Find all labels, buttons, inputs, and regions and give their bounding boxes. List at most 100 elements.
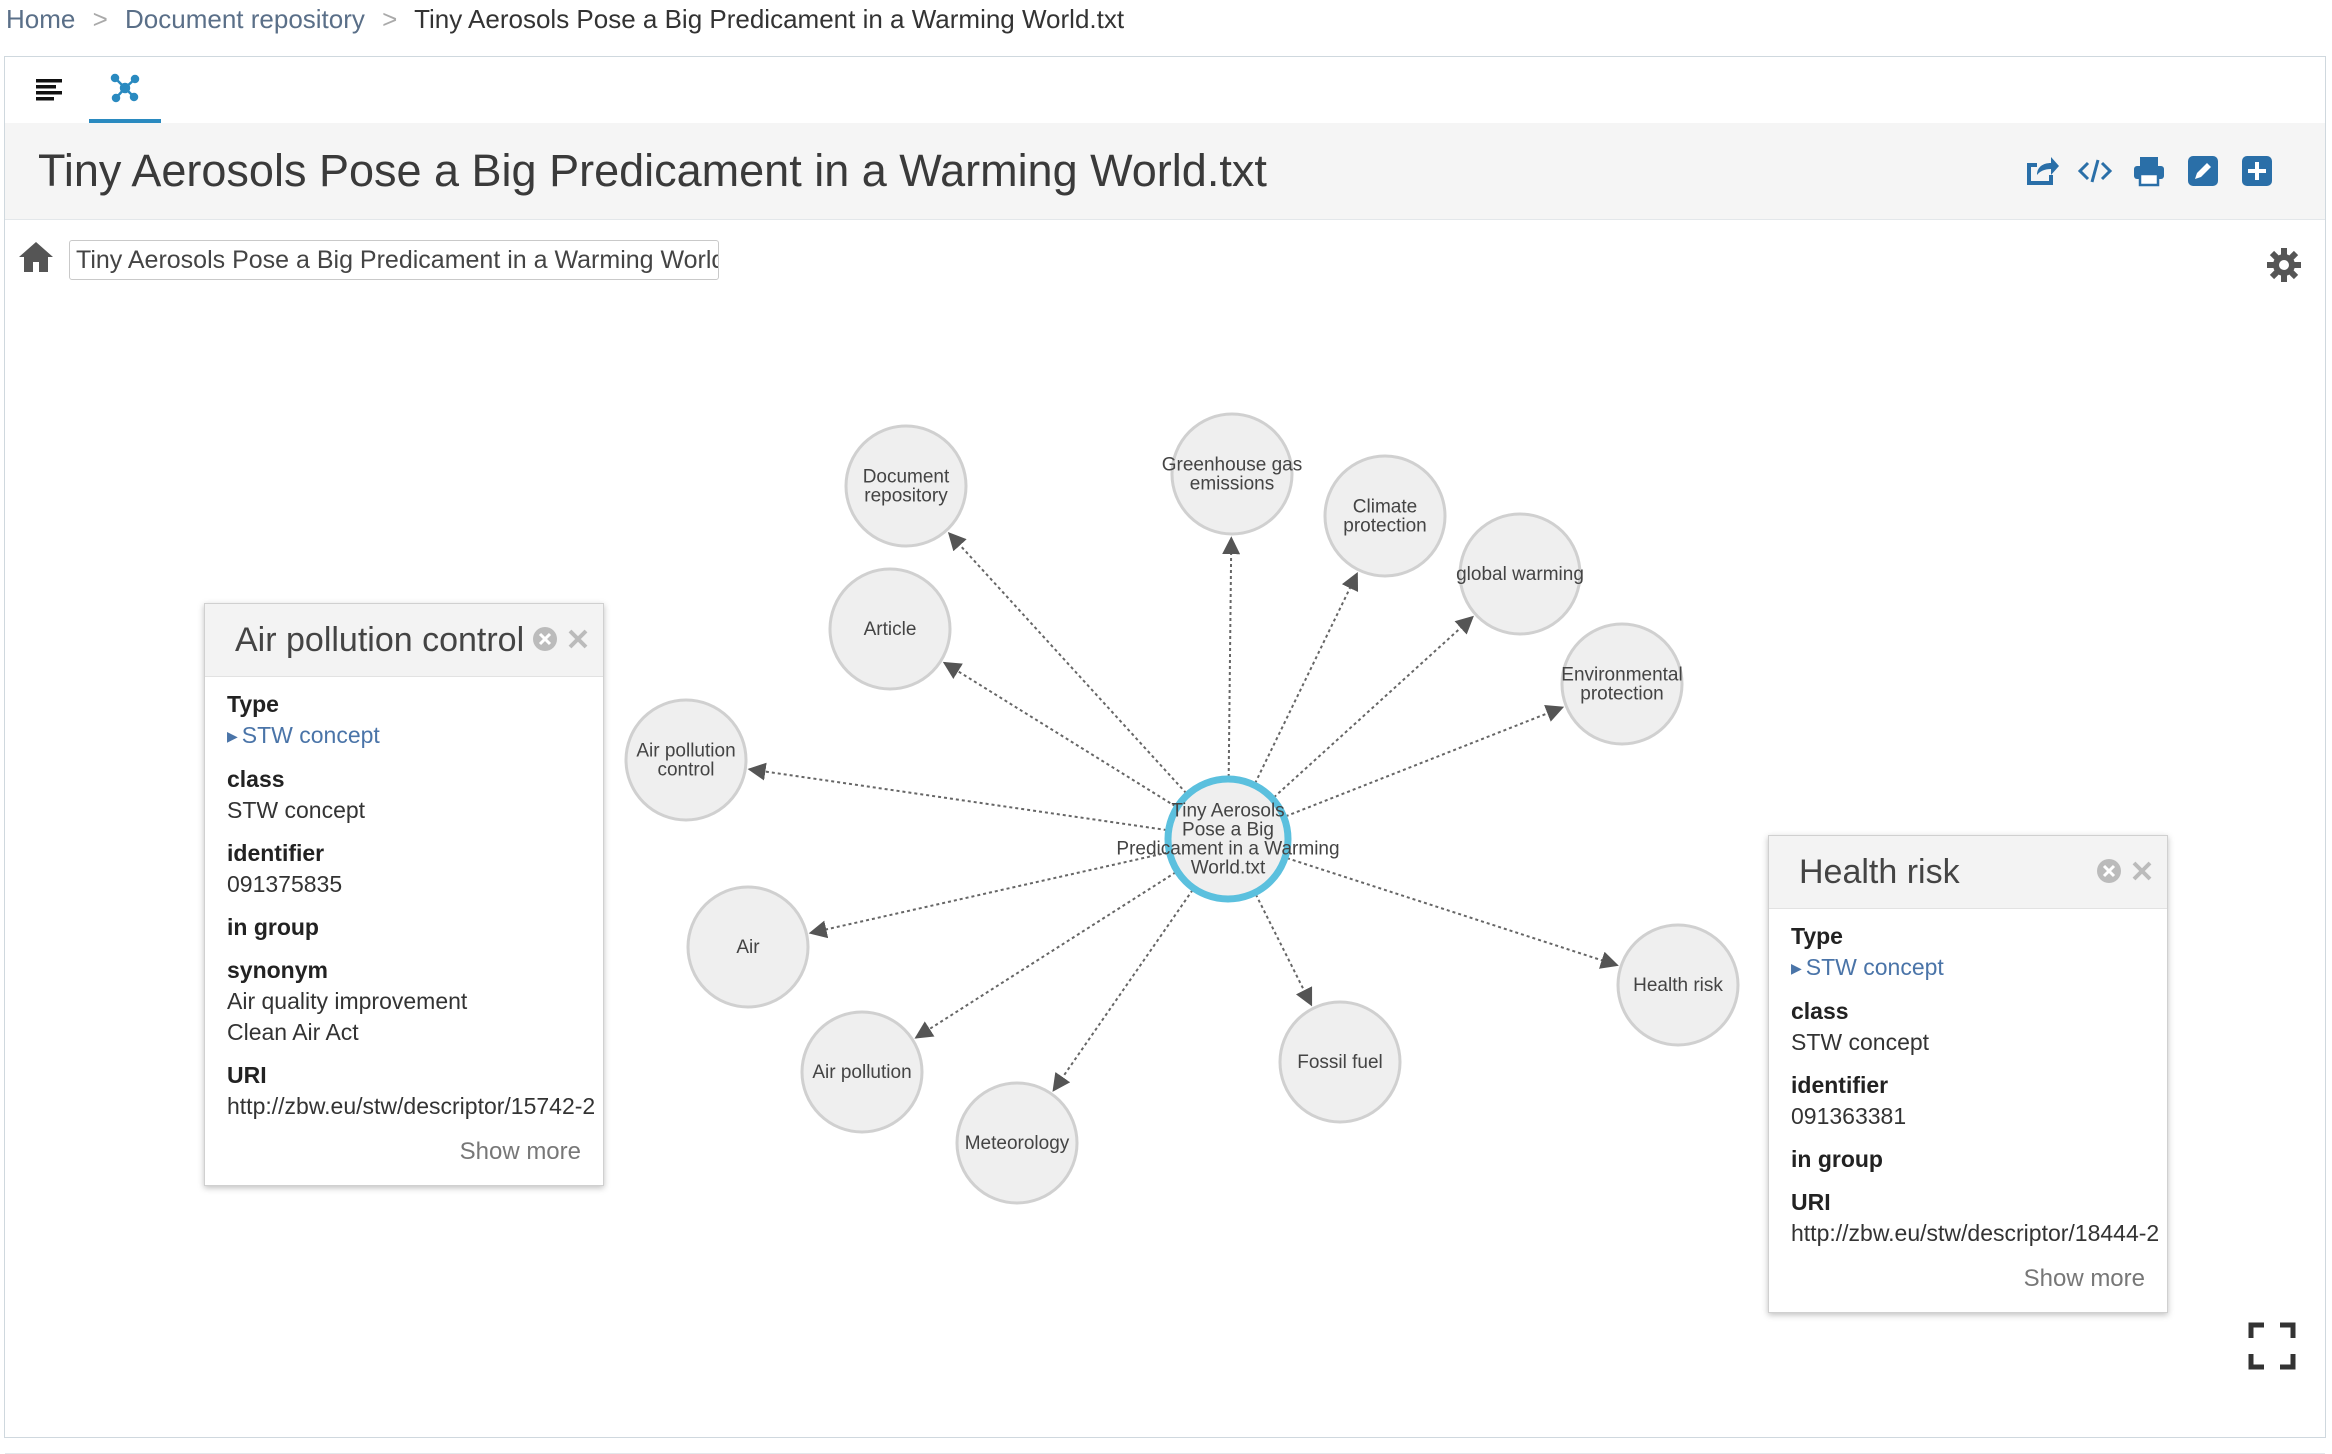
synonym-label: synonym <box>227 957 328 984</box>
node-air[interactable]: Air <box>686 885 810 1009</box>
graph-node-circle[interactable] <box>828 567 952 691</box>
graph-node-circle[interactable] <box>1458 512 1582 636</box>
graph-root-field[interactable]: Tiny Aerosols Pose a Big Predicament in … <box>69 240 719 280</box>
popup-close-circle-icon[interactable] <box>2094 856 2124 886</box>
identifier-value: 091375835 <box>227 871 343 898</box>
graph-node-circle[interactable] <box>1616 923 1740 1047</box>
graph-node-label: Air pollution <box>812 1062 911 1083</box>
graph-icon <box>110 73 140 103</box>
graph-node-circle[interactable] <box>955 1081 1079 1205</box>
type-link[interactable]: ▶STW concept <box>1791 952 2145 984</box>
graph-edge <box>947 531 1187 794</box>
breadcrumb-repository-link[interactable]: Document repository <box>125 4 365 34</box>
synonym-value: Clean Air Act <box>227 1019 359 1046</box>
graph-node-circle[interactable] <box>800 1010 924 1134</box>
graph-edge <box>1254 571 1359 784</box>
graph-node-circle[interactable] <box>1560 622 1684 746</box>
type-link[interactable]: ▶STW concept <box>227 720 581 752</box>
graph-node-label: Fossil fuel <box>1297 1052 1383 1073</box>
show-more-link[interactable]: Show more <box>459 1138 581 1166</box>
concept-popup-air-pollution-control: Air pollution control Type ▶STW concept … <box>204 603 604 1187</box>
page-title: Tiny Aerosols Pose a Big Predicament in … <box>38 145 1267 196</box>
graph-edge <box>747 762 1167 832</box>
in-group-label: in group <box>227 914 319 941</box>
breadcrumb-home-link[interactable]: Home <box>6 4 76 34</box>
class-value: STW concept <box>227 797 366 824</box>
popup-title: Health risk <box>1799 853 1960 891</box>
graph-edge <box>942 661 1176 808</box>
graph-node-circle[interactable] <box>1278 1000 1402 1124</box>
node-global-warming[interactable]: global warming <box>1456 512 1584 636</box>
show-more-link[interactable]: Show more <box>2023 1265 2145 1293</box>
title-bar: Tiny Aerosols Pose a Big Predicament in … <box>5 123 2325 220</box>
graph-node-circle[interactable] <box>686 885 810 1009</box>
identifier-value: 091363381 <box>1791 1103 1907 1130</box>
graph-edge <box>1222 536 1241 778</box>
popup-close-circle-icon[interactable] <box>530 624 560 654</box>
node-air-pollution[interactable]: Air pollution <box>800 1010 924 1134</box>
type-value[interactable]: STW concept <box>241 722 380 748</box>
popup-close-icon[interactable] <box>2127 856 2157 886</box>
uri-label: URI <box>227 1062 267 1089</box>
add-icon[interactable] <box>2239 153 2275 189</box>
graph-node-circle[interactable] <box>1323 454 1447 578</box>
code-icon[interactable] <box>2077 153 2113 189</box>
view-tabs <box>5 57 2325 124</box>
breadcrumb: Home > Document repository > Tiny Aeroso… <box>6 0 1124 40</box>
breadcrumb-current: Tiny Aerosols Pose a Big Predicament in … <box>414 4 1125 34</box>
class-label: class <box>1791 998 1849 1025</box>
node-meteorology[interactable]: Meteorology <box>955 1081 1079 1205</box>
fullscreen-icon[interactable] <box>2248 1322 2296 1370</box>
graph-node-label: global warming <box>1456 564 1584 585</box>
class-value: STW concept <box>1791 1029 1930 1056</box>
graph-node-circle[interactable] <box>624 698 748 822</box>
tab-text-view[interactable] <box>15 57 87 123</box>
home-icon[interactable] <box>17 240 55 274</box>
popup-body: Type ▶STW concept class STW concept iden… <box>1769 909 2167 1312</box>
caret-right-icon: ▶ <box>1791 960 1802 977</box>
class-label: class <box>227 766 285 793</box>
node-health-risk[interactable]: Health risk <box>1616 923 1740 1047</box>
graph-edge <box>1273 615 1474 799</box>
print-icon[interactable] <box>2131 153 2167 189</box>
graph-node-label: Health risk <box>1633 975 1723 996</box>
node-article[interactable]: Article <box>828 567 952 691</box>
graph-node-circle[interactable] <box>844 424 968 548</box>
identifier-label: identifier <box>227 840 325 867</box>
popup-header: Air pollution control <box>205 604 603 677</box>
popup-close-icon[interactable] <box>563 624 593 654</box>
popup-title: Air pollution control <box>235 621 525 659</box>
uri-value: http://zbw.eu/stw/descriptor/18444-2 <box>1791 1220 2160 1247</box>
graph-path-row: Tiny Aerosols Pose a Big Predicament in … <box>5 232 2325 282</box>
gear-icon[interactable] <box>2265 246 2303 284</box>
list-icon <box>36 79 62 101</box>
type-value[interactable]: STW concept <box>1805 954 1944 980</box>
breadcrumb-separator: > <box>382 4 398 34</box>
graph-edge <box>1285 704 1565 818</box>
node-fossil-fuel[interactable]: Fossil fuel <box>1278 1000 1402 1124</box>
type-label: Type <box>1791 923 1843 949</box>
graph-node-circle[interactable] <box>1170 412 1294 536</box>
tab-graph-view[interactable] <box>89 57 161 123</box>
identifier-label: identifier <box>1791 1072 1889 1099</box>
graph-node-circle[interactable] <box>1164 775 1292 903</box>
graph-edge <box>808 851 1168 939</box>
edit-icon[interactable] <box>2185 153 2221 189</box>
uri-value: http://zbw.eu/stw/descriptor/15742-2 <box>227 1093 596 1120</box>
graph-edge <box>1286 857 1619 969</box>
graph-node-label: Meteorology <box>965 1133 1070 1154</box>
share-icon[interactable] <box>2023 153 2059 189</box>
graph-node-label: Article <box>864 619 917 640</box>
